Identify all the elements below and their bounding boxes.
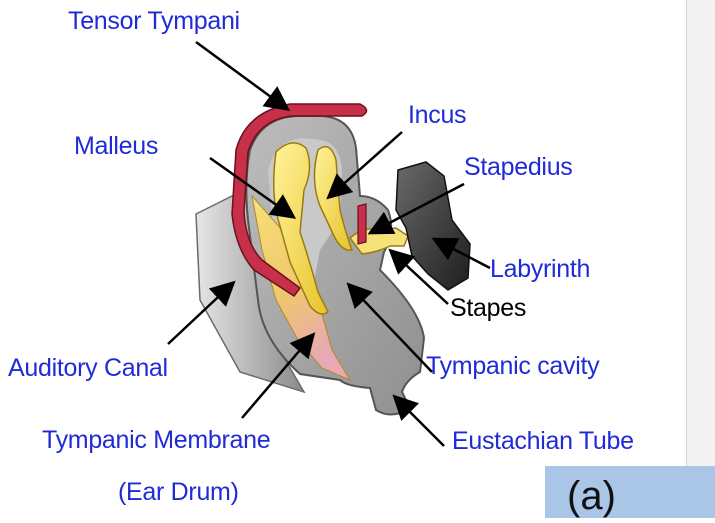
label-tympanic-cavity: Tympanic cavity: [426, 352, 599, 380]
label-ear-drum: (Ear Drum): [118, 478, 239, 506]
arrow-tensor-tympani: [196, 42, 286, 108]
label-incus: Incus: [408, 101, 466, 129]
label-eustachian-tube: Eustachian Tube: [452, 427, 634, 455]
label-stapes: Stapes: [450, 294, 526, 322]
label-tensor-tympani: Tensor Tympani: [68, 7, 240, 35]
stapedius-shape: [358, 204, 366, 244]
label-malleus: Malleus: [74, 132, 158, 160]
labyrinth-shape: [396, 162, 470, 290]
next-figure-panel: (a): [545, 466, 715, 518]
arrow-eustachian-tube: [396, 398, 444, 446]
label-auditory-canal: Auditory Canal: [8, 354, 168, 382]
label-tympanic-membrane: Tympanic Membrane: [42, 426, 270, 454]
label-stapedius: Stapedius: [464, 153, 573, 181]
side-scroll-strip: [686, 0, 715, 466]
panel-label: (a): [567, 474, 616, 518]
label-labyrinth: Labyrinth: [490, 255, 590, 283]
